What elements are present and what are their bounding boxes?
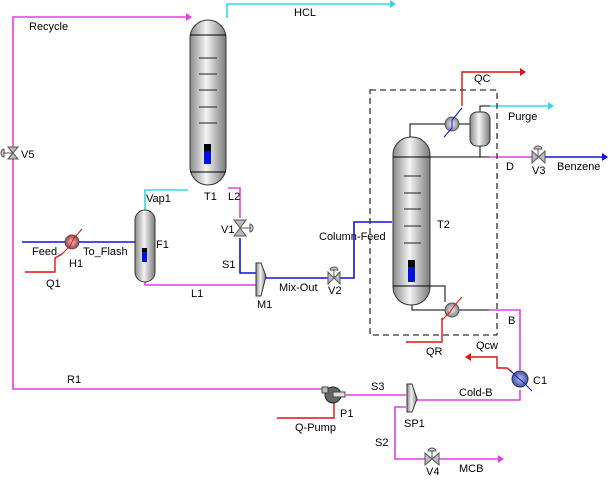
label-qc: QC [474,73,491,85]
label-mix-out: Mix-Out [279,282,318,294]
column-t2-boundary [369,89,498,336]
heater-h1[interactable] [61,228,83,255]
stream-hcl[interactable] [226,3,390,18]
label-f1: F1 [156,239,169,251]
splitter-sp1[interactable] [406,383,418,413]
stream-r1[interactable] [12,385,322,390]
label-v4: V4 [426,466,439,478]
arrow-icon [186,13,192,21]
condenser[interactable] [443,107,463,138]
label-purge: Purge [508,111,537,123]
valve-v4[interactable] [424,447,440,467]
stream-qc[interactable] [461,71,520,106]
stream-s1[interactable] [239,238,256,274]
reflux-drum[interactable] [469,111,491,147]
stream-b[interactable] [489,309,521,370]
label-t1: T1 [204,191,217,203]
column-t2[interactable] [392,105,490,311]
label-qr: QR [426,346,443,358]
stream-l1[interactable] [144,280,256,286]
label-s1: S1 [222,259,235,271]
label-l1: L1 [191,288,203,300]
label-benzene: Benzene [557,161,600,173]
mixer-m1[interactable] [255,262,267,297]
label-vap1: Vap1 [146,193,171,205]
arrow-icon [465,353,471,361]
label-t2: T2 [437,219,450,231]
cooler-c1[interactable] [509,369,533,392]
arrow-icon [602,153,608,161]
label-mcb: MCB [459,463,483,475]
label-q1: Q1 [46,278,61,290]
pump-p1[interactable] [321,386,346,404]
label-b: B [508,315,515,327]
arrow-icon [390,0,396,8]
arrow-icon [520,68,526,76]
valve-v5[interactable] [0,146,20,160]
arrow-icon [548,102,554,110]
label-v3: V3 [532,165,545,177]
stream-cold-b[interactable] [416,390,521,401]
stream-vap1[interactable] [144,189,188,210]
valve-v3[interactable] [531,145,546,165]
stream-q1[interactable] [25,253,63,273]
label-p1: P1 [340,408,353,420]
label-column-feed: Column-Feed [319,231,386,243]
label-s3: S3 [371,381,384,393]
label-s2: S2 [375,437,388,449]
valve-v1[interactable] [233,219,254,237]
label-v2: V2 [328,285,341,297]
stream-column-feed[interactable] [340,221,392,279]
column-t1[interactable] [189,19,227,186]
flash-drum-f1[interactable] [134,209,156,283]
stream-qcw[interactable] [471,356,513,373]
label-hcl: HCL [294,7,316,19]
label-m1: M1 [257,299,272,311]
arrow-icon [498,455,504,463]
stream-l2[interactable] [228,187,241,218]
label-sp1: SP1 [404,418,425,430]
label-h1: H1 [69,258,83,270]
label-d: D [506,161,514,173]
label-feed: Feed [32,246,57,258]
stream-q-pump[interactable] [277,403,335,419]
label-c1: C1 [533,375,547,387]
label-cold-b: Cold-B [459,387,493,399]
label-recycle: Recycle [29,21,68,33]
label-to-flash: To_Flash [83,246,128,258]
label-q-pump: Q-Pump [295,422,336,434]
label-qcw: Qcw [476,340,498,352]
valve-v2[interactable] [327,266,341,286]
reboiler[interactable] [441,296,463,321]
label-v5: V5 [21,149,34,161]
stream-recycle[interactable] [12,16,186,385]
stream-s2[interactable] [394,406,425,460]
label-r1: R1 [67,374,81,386]
label-v1: V1 [221,224,234,236]
label-l2: L2 [228,191,240,203]
stream-qr[interactable] [406,318,443,343]
